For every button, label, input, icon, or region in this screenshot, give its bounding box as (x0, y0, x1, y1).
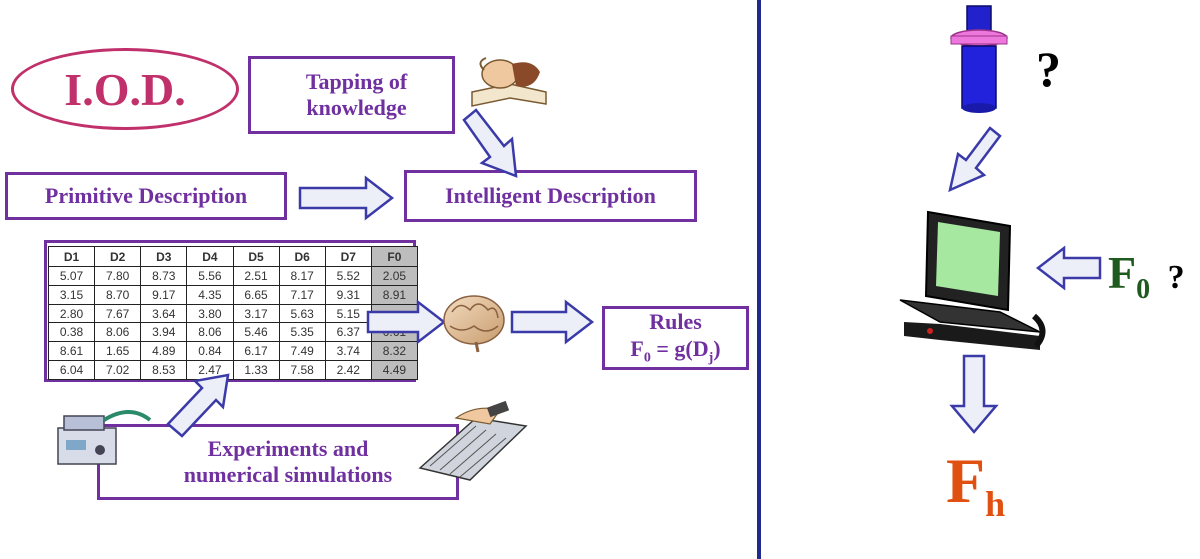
arrow-part-to-laptop (948, 126, 1002, 193)
arrow-laptop-to-fh (949, 354, 999, 434)
table-cell: 3.80 (186, 303, 234, 324)
table-cell: 2.51 (232, 266, 280, 286)
vertical-divider (757, 0, 761, 559)
f0-sub: 0 (1136, 274, 1151, 306)
intelligent-description-box: Intelligent Description (404, 170, 697, 222)
f0-input-label: F0 ? (1108, 246, 1185, 306)
table-cell: 4.35 (186, 284, 234, 305)
rules-box: Rules F0 = g(Dj) (602, 306, 749, 370)
table-header: F0 (370, 246, 419, 267)
table-cell: 0.38 (47, 322, 96, 343)
table-header: D7 (324, 246, 372, 267)
table-header: D3 (140, 246, 188, 267)
table-cell: 8.53 (140, 360, 188, 380)
primitive-description-label: Primitive Description (44, 182, 248, 208)
tapping-knowledge-label: Tapping of knowledge (305, 68, 408, 120)
f0-main: F (1108, 247, 1137, 298)
arrow-primitive-to-intelligent (298, 175, 395, 221)
table-cell: 3.17 (232, 303, 280, 324)
brain-icon (443, 295, 505, 353)
arrow-table-to-brain (366, 299, 447, 345)
laptop-icon (899, 210, 1046, 350)
experiments-label: Experiments and numerical simulations (183, 435, 393, 487)
keyboard-hands-icon (418, 400, 528, 481)
bolt-part-icon (950, 5, 1008, 113)
table-cell: 5.07 (47, 266, 96, 286)
fh-output-label: Fh (946, 444, 1005, 525)
arrow-brain-to-rules (510, 299, 595, 345)
table-cell: 4.49 (370, 360, 419, 380)
table-cell: 1.33 (232, 360, 280, 380)
table-cell: 3.15 (47, 284, 96, 305)
table-cell: 5.46 (232, 322, 280, 343)
table-header: D5 (232, 246, 280, 267)
fh-main: F (946, 445, 986, 516)
table-header: D6 (278, 246, 326, 267)
table-header: D4 (186, 246, 234, 267)
tapping-knowledge-box: Tapping of knowledge (248, 56, 455, 134)
table-cell: 7.67 (94, 303, 142, 324)
table-cell: 7.17 (278, 284, 326, 305)
iod-label: I.O.D. (11, 48, 239, 130)
table-cell: 7.02 (94, 360, 142, 380)
primitive-description-box: Primitive Description (5, 172, 287, 220)
table-cell: 7.49 (278, 341, 326, 362)
arrow-experiments-to-table (166, 373, 230, 438)
intelligent-description-label: Intelligent Description (445, 182, 656, 208)
arrow-tapping-to-intelligent (462, 108, 518, 178)
table-header-row: D1 D2 D3 D4 D5 D6 D7 F0 (47, 246, 419, 267)
table-cell: 3.74 (324, 341, 372, 362)
lab-equipment-icon (57, 410, 152, 465)
table-header: D1 (47, 246, 96, 267)
table-cell: 8.91 (370, 284, 419, 305)
experiments-box: Experiments and numerical simulations (97, 424, 459, 500)
table-cell: 2.05 (370, 266, 419, 286)
table-header: D2 (94, 246, 142, 267)
arrow-f0-to-laptop (1035, 245, 1102, 291)
rules-formula: F0 = g(Dj) (630, 335, 721, 365)
table-cell: 2.80 (47, 303, 96, 324)
book-reader-icon (471, 57, 547, 107)
question-mark-top: ? (1036, 41, 1061, 97)
table-cell: 5.15 (324, 303, 372, 324)
f0-question: ? (1167, 259, 1185, 296)
table-cell: 8.32 (370, 341, 419, 362)
fh-sub: h (985, 483, 1006, 524)
rules-label: Rules (649, 309, 702, 335)
